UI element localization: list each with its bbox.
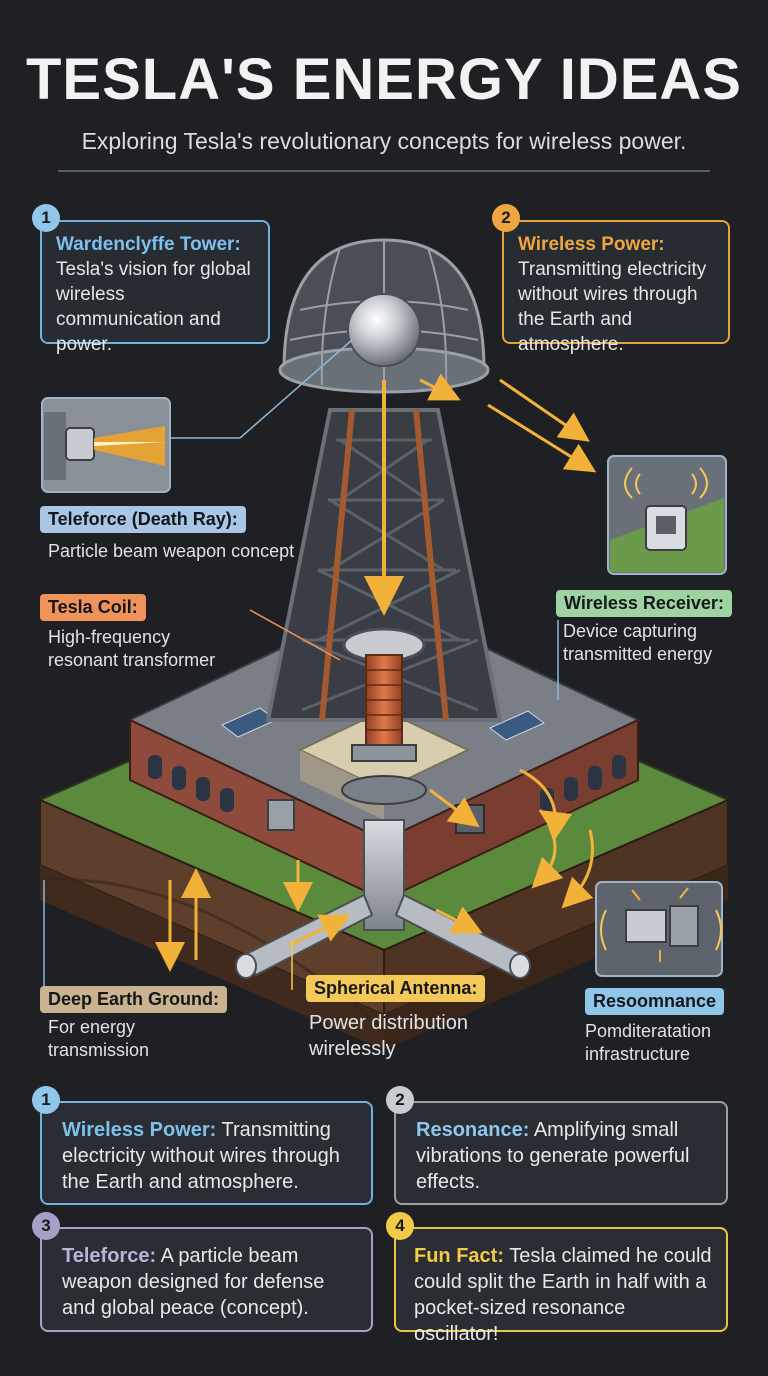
- card-number-badge: 3: [32, 1212, 60, 1240]
- tesla-coil-desc: High-frequency resonant transformer: [48, 627, 216, 670]
- card-head: Fun Fact:: [414, 1245, 504, 1267]
- connector-lines: [43, 339, 559, 990]
- wireless-receiver-desc: Device capturing transmitted energy: [563, 621, 713, 664]
- resonance-desc: Pomditeratation infrastructure: [585, 1021, 712, 1064]
- callout-number-badge: 2: [492, 204, 520, 232]
- wireless-power-callout: Wireless Power: Transmitting electricity…: [502, 220, 730, 355]
- card-wireless-power: Wireless Power: Transmitting electricity…: [40, 1101, 373, 1205]
- tesla-coil-tag: Tesla Coil:: [40, 594, 146, 621]
- spherical-antenna-ball: [347, 293, 421, 367]
- card-number-badge: 4: [386, 1212, 414, 1240]
- card-head: Wireless Power:: [62, 1119, 217, 1141]
- card-text: Tesla claimed he could could split the E…: [414, 1245, 712, 1345]
- tesla-coil: [341, 627, 427, 805]
- card-text: Transmitting electricity without wires t…: [62, 1119, 340, 1193]
- callout-text: Transmitting electricity without wires t…: [518, 259, 707, 355]
- card-text: Amplifying small vibrations to generate …: [416, 1119, 690, 1193]
- card-number-badge: 1: [32, 1086, 60, 1114]
- callout-text: Tesla's vision for global wireless commu…: [56, 259, 251, 355]
- page-subtitle: Exploring Tesla's revolutionary concepts…: [81, 128, 687, 154]
- spherical-antenna-desc: Power distribution wirelessly: [309, 1012, 468, 1060]
- card-teleforce: Teleforce: A particle beam weapon design…: [40, 1227, 373, 1332]
- teleforce-tag: Teleforce (Death Ray):: [40, 506, 246, 533]
- spherical-antenna-tag: Spherical Antenna:: [306, 975, 486, 1002]
- tower-dome: [278, 238, 490, 394]
- callout-head: Wardenclyffe Tower:: [56, 234, 241, 255]
- teleforce-desc: Particle beam weapon concept: [48, 541, 295, 561]
- resonance-tag: Resoomnance: [585, 988, 725, 1015]
- wardenclyffe-callout: Wardenclyffe Tower: Tesla's vision for g…: [40, 220, 270, 355]
- wardenclyffe-tower-svg: [37, 238, 731, 1050]
- card-head: Teleforce:: [62, 1245, 157, 1267]
- wireless-receiver-inset: [607, 455, 727, 575]
- tower-illustration: Wardenclyffe Tower: Tesla's vision for g…: [0, 180, 768, 1080]
- page-title: TESLA'S ENERGY IDEAS: [26, 47, 742, 112]
- teleforce-inset: [41, 397, 171, 493]
- card-number-badge: 2: [386, 1086, 414, 1114]
- title-divider: [58, 170, 710, 172]
- card-text: A particle beam weapon designed for defe…: [62, 1245, 325, 1319]
- callout-head: Wireless Power:: [518, 234, 665, 255]
- flow-arrows: [155, 373, 597, 972]
- deep-earth-ground-tag: Deep Earth Ground:: [40, 986, 228, 1013]
- card-fun-fact: Fun Fact: Tesla claimed he could could s…: [394, 1227, 728, 1345]
- callout-number-badge: 1: [32, 204, 60, 232]
- card-resonance: Resonance: Amplifying small vibrations t…: [394, 1101, 728, 1205]
- resonance-inset: [595, 881, 723, 977]
- deep-earth-ground-desc: For energy transmission: [48, 1017, 150, 1060]
- wireless-receiver-tag: Wireless Receiver:: [556, 590, 732, 617]
- card-head: Resonance:: [416, 1119, 530, 1141]
